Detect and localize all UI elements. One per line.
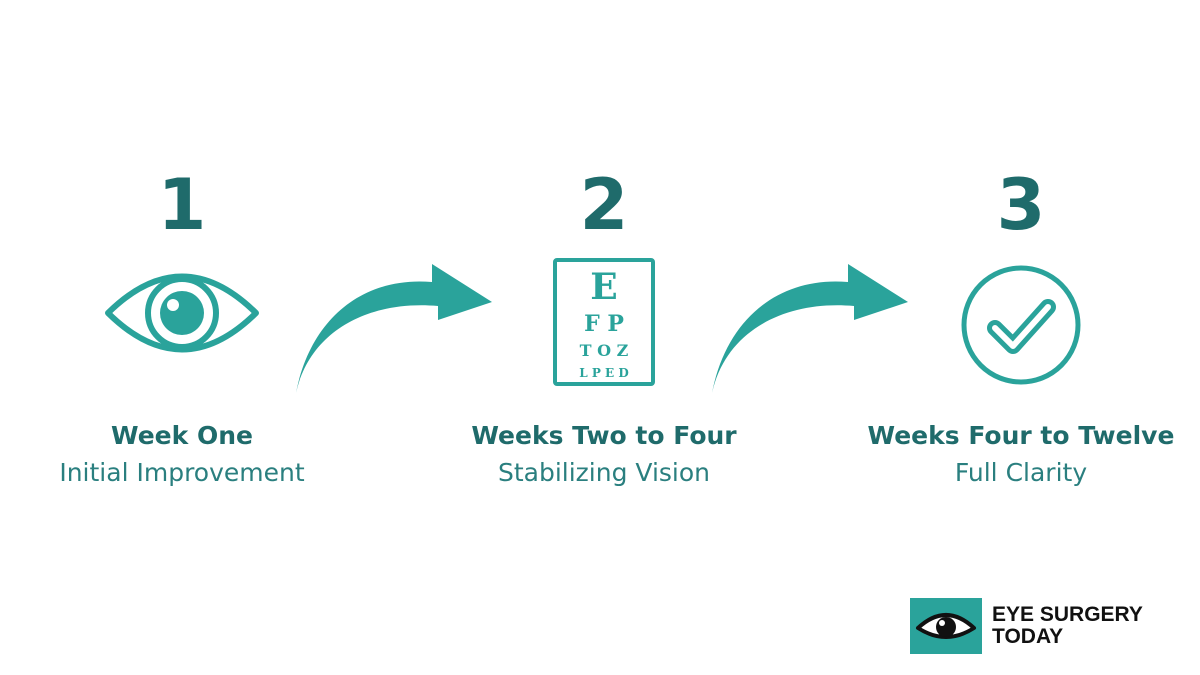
eye-chart-line: F P: [584, 311, 624, 337]
step-number: 3: [996, 164, 1046, 246]
step-subtitle: Initial Improvement: [59, 458, 305, 487]
step-title: Weeks Four to Twelve: [867, 421, 1175, 450]
eye-logo-icon: [910, 598, 982, 654]
step-number: 1: [157, 164, 207, 246]
brand-name-line-2: TODAY: [992, 625, 1064, 648]
eye-chart-line: T O Z: [579, 341, 629, 360]
checkmark-circle-icon: [959, 263, 1083, 392]
step-number: 2: [579, 164, 629, 246]
step-title: Weeks Two to Four: [471, 421, 737, 450]
eye-chart-icon: E F P T O Z L P E D: [553, 258, 655, 386]
step-subtitle: Full Clarity: [954, 458, 1088, 487]
eye-chart-line: E: [590, 266, 618, 308]
arrow-icon: [292, 262, 497, 402]
eye-icon: [102, 258, 262, 373]
step-subtitle: Stabilizing Vision: [497, 458, 711, 487]
step-title: Week One: [111, 421, 253, 450]
brand-name: EYE SURGERY TODAY: [992, 604, 1143, 648]
brand-name-line-1: EYE SURGERY: [992, 603, 1143, 626]
eye-chart-line: L P E D: [579, 366, 629, 380]
brand-logo: EYE SURGERY TODAY: [910, 598, 1143, 654]
arrow-icon: [708, 262, 913, 402]
